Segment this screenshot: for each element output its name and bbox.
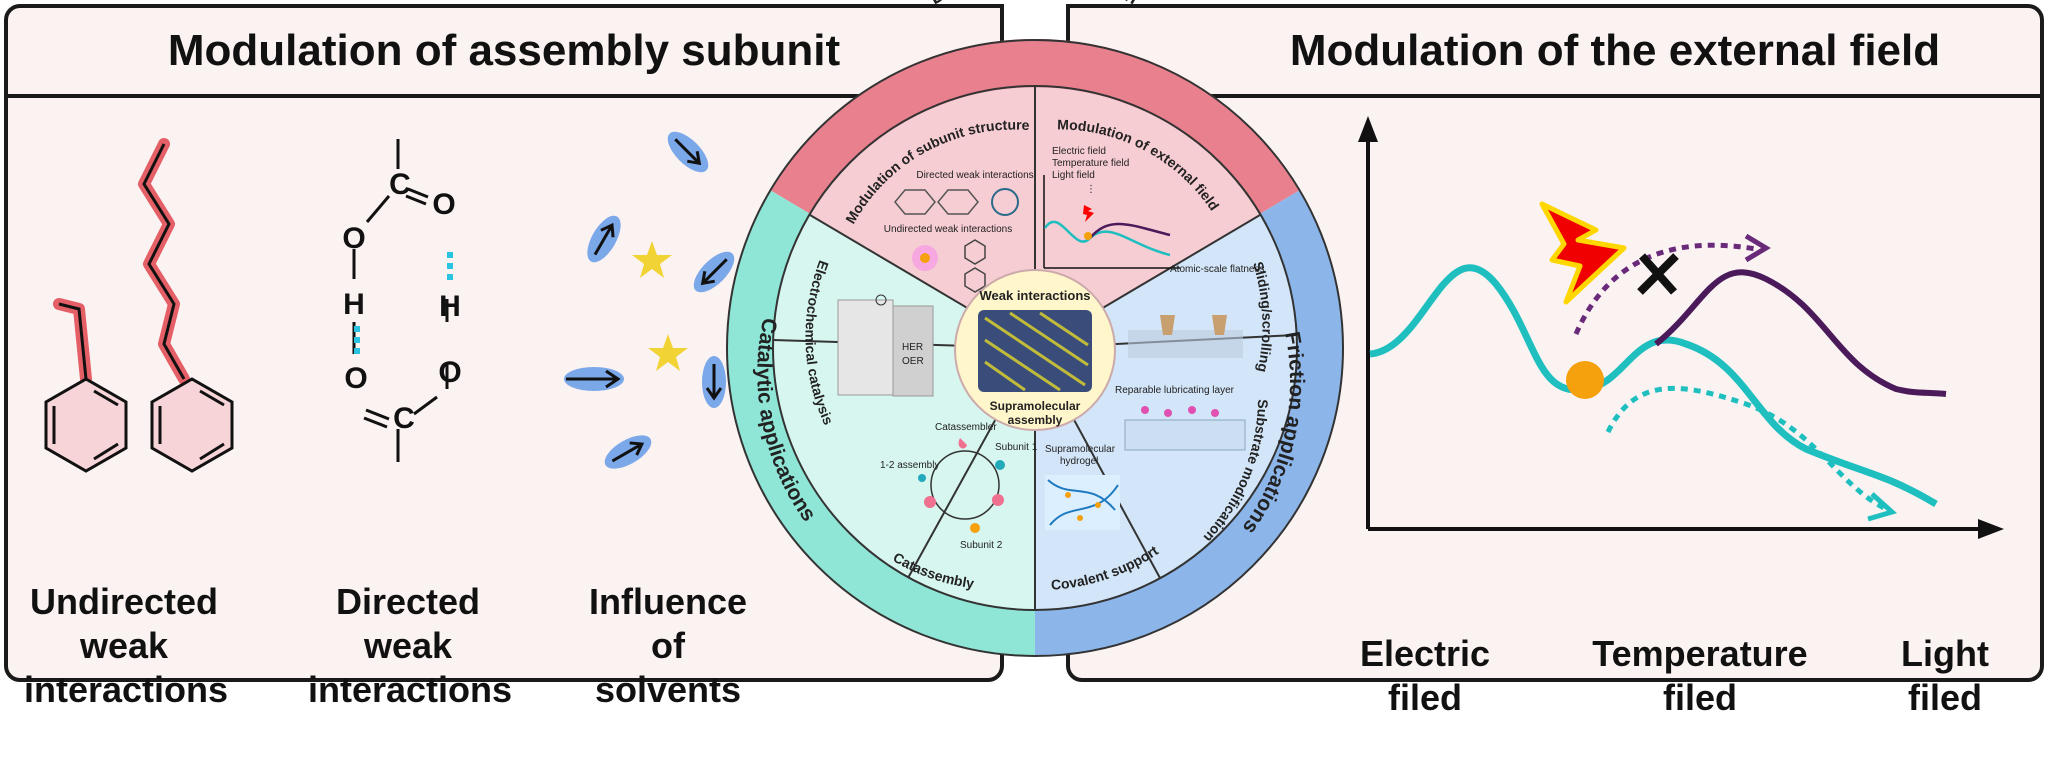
ball-icon <box>1566 361 1604 399</box>
directed-molecule-icon <box>894 189 936 215</box>
label-undirected-weak: Undirected weak interactions <box>884 224 1012 235</box>
label-her: HER <box>902 342 923 353</box>
label-directed-weak: Directed weak interactions <box>916 170 1033 181</box>
star-icon <box>648 334 688 371</box>
x-axis-arrow-icon <box>1978 519 2004 539</box>
solvent-ellipse-icon <box>564 367 624 391</box>
atom-o-left: O <box>342 222 365 255</box>
label-weak-interactions: Weak interactions <box>979 288 1090 303</box>
central-wheel: Design and Modulation Friction applicati… <box>726 0 1344 657</box>
atom-c-bottom: C <box>393 402 415 435</box>
cross-icon <box>1637 253 1679 295</box>
assembly-pattern <box>984 311 1089 392</box>
label-light-field: Light field <box>1052 170 1095 181</box>
label-ellipsis-field: ⋮ <box>1086 184 1096 195</box>
label-oer: OER <box>902 356 924 367</box>
label-supramolecular-hydrogel-1: Supramolecular <box>1045 444 1116 455</box>
star-icon <box>632 241 672 278</box>
label-design-modulation: Design and Modulation <box>927 0 1142 9</box>
label-catassembler: Catassembler <box>935 422 997 433</box>
alkylbenzene-molecule <box>138 138 234 473</box>
macrocycle-icon <box>991 188 1019 216</box>
solvent-ellipse-icon <box>604 435 652 469</box>
label-atomic-flatness: Atomic-scale flatness <box>1170 264 1264 275</box>
label-assembly: assembly <box>1008 413 1063 427</box>
ethylbenzene-molecule <box>44 298 128 473</box>
y-axis-arrow-icon <box>1358 116 1378 142</box>
arrow-head-purple-icon <box>1744 233 1771 263</box>
label-subunit-1: Subunit 1 <box>995 442 1038 453</box>
lubricating-layer-icon <box>1124 419 1246 451</box>
label-assembly-12: 1-2 assembly <box>880 460 939 471</box>
solvent-ellipse-icon <box>693 251 735 293</box>
electrode-right-icon <box>892 305 934 397</box>
atom-c-top: C <box>389 168 411 201</box>
catalytic-cycle-icon <box>930 450 1000 520</box>
label-temperature-field: Temperature field <box>1052 158 1129 169</box>
dotted-path-purple <box>1573 242 1757 335</box>
dotted-path-teal <box>1605 385 1888 512</box>
energy-curve-purple <box>1654 269 1947 397</box>
solvent-molecules <box>564 131 735 469</box>
label-lubricating-layer: Reparable lubricating layer <box>1115 385 1235 396</box>
label-electric-field: Electric field <box>1052 146 1106 157</box>
solvent-ellipse-icon <box>702 356 726 408</box>
lightning-icon <box>1539 201 1627 305</box>
atom-o-right: O <box>438 356 461 389</box>
left-panel-illustrations: C O O H O H O C <box>44 131 735 473</box>
atom-o-top: O <box>432 188 455 221</box>
label-subunit-2: Subunit 2 <box>960 540 1003 551</box>
solvent-ellipse-icon <box>667 131 709 173</box>
energy-landscape-diagram <box>1358 116 2004 539</box>
electrode-left-icon <box>837 299 894 396</box>
atom-o-bottom-left: O <box>344 362 367 395</box>
arrow-head-teal-icon <box>1867 492 1898 522</box>
graphene-sheet-icon <box>1128 330 1243 358</box>
right-panel-title: Modulation of the external field <box>1070 8 2040 98</box>
label-supramolecular-hydrogel-2: hydrogel <box>1060 456 1098 467</box>
solvent-ellipse-icon <box>587 215 621 263</box>
left-panel-title: Modulation of assembly subunit <box>8 8 1000 98</box>
atom-h-right: H <box>439 290 461 323</box>
label-supramolecular: Supramolecular <box>990 399 1081 413</box>
energy-curve-teal <box>1369 264 1938 508</box>
atom-h-left: H <box>343 288 365 321</box>
